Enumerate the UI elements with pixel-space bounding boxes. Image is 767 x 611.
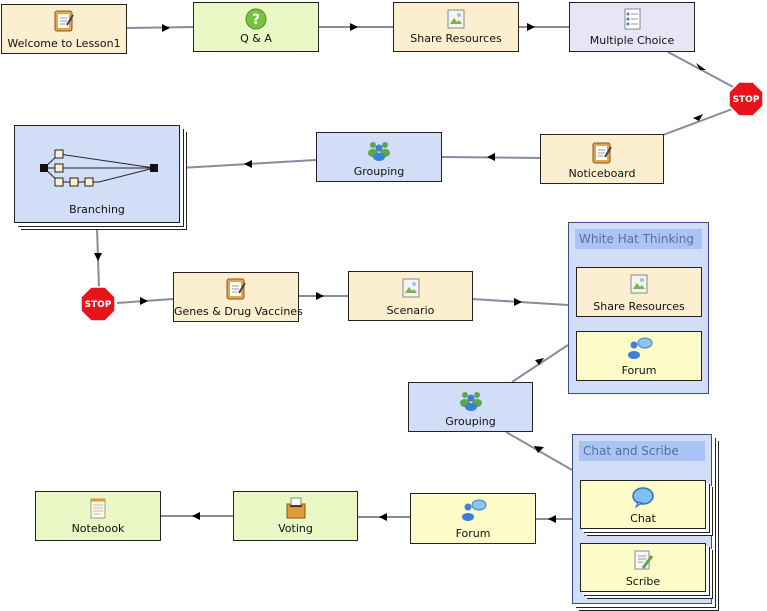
notepad-icon xyxy=(90,498,106,519)
group-title: Chat and Scribe xyxy=(579,441,705,461)
activity-label: Grouping xyxy=(445,415,496,428)
activity-label: Scribe xyxy=(625,575,661,588)
group-title: White Hat Thinking xyxy=(575,229,702,249)
people-chat-icon xyxy=(628,337,653,359)
checklist-icon xyxy=(624,8,641,30)
activity-label: Share Resources xyxy=(410,32,502,45)
notebook-pencil-icon xyxy=(226,278,246,300)
arrow-head xyxy=(534,446,544,453)
activity-notebook[interactable]: Notebook xyxy=(35,491,161,541)
activity-label: Voting xyxy=(278,522,313,535)
stop-gate-1[interactable]: STOP xyxy=(728,81,764,117)
activity-label: Q & A xyxy=(240,32,272,45)
activity-branching[interactable]: Branching xyxy=(14,125,180,223)
arrow-head xyxy=(527,23,535,31)
activity-forum[interactable]: Forum xyxy=(576,331,702,381)
activity-label: Multiple Choice xyxy=(589,34,675,47)
arrow-head xyxy=(696,63,706,70)
activity-qa[interactable]: ? Q & A xyxy=(193,2,319,52)
activity-voting[interactable]: Voting xyxy=(233,491,358,541)
resource-image-icon xyxy=(630,274,648,294)
activity-welcome[interactable]: Welcome to Lesson1 xyxy=(1,4,127,54)
ballot-box-icon xyxy=(286,497,305,519)
people-group-icon xyxy=(459,392,482,411)
question-icon: ? xyxy=(245,8,267,30)
scribe-pen-icon xyxy=(634,550,654,570)
arrow-head xyxy=(548,515,556,523)
notebook-pencil-icon xyxy=(54,10,74,32)
resource-image-icon xyxy=(402,278,419,298)
arrow-head xyxy=(162,24,170,32)
arrow-head xyxy=(140,297,148,305)
activity-label: Forum xyxy=(621,364,657,377)
arrow-head xyxy=(94,253,102,261)
activity-label: Share Resources xyxy=(593,300,685,313)
arrow-head xyxy=(379,513,387,521)
resource-image-icon xyxy=(447,9,465,29)
activity-forum[interactable]: Forum xyxy=(410,493,536,544)
activity-scribe[interactable]: Scribe xyxy=(580,543,706,592)
activity-label: Branching xyxy=(69,203,125,216)
group-white-hat-thinking[interactable]: White Hat Thinking Share Resources Forum xyxy=(568,222,709,394)
activity-chat[interactable]: Chat xyxy=(580,480,706,529)
activity-noticeboard[interactable]: Noticeboard xyxy=(540,134,664,184)
arrow-head xyxy=(350,23,358,31)
activity-share-resources[interactable]: Share Resources xyxy=(576,267,702,317)
arrow-head xyxy=(316,292,324,300)
activity-label: Scenario xyxy=(386,304,435,317)
activity-genes-drug-vaccines[interactable]: Genes & Drug Vaccines xyxy=(173,272,303,322)
stop-sign-icon: STOP xyxy=(728,81,764,117)
stop-gate-2[interactable]: STOP xyxy=(80,286,116,322)
arrow-head xyxy=(693,114,703,121)
activity-label: Welcome to Lesson1 xyxy=(7,37,121,50)
notebook-pencil-icon xyxy=(592,142,612,164)
activity-label: Genes & Drug Vaccines xyxy=(174,305,303,318)
stop-label: STOP xyxy=(85,300,112,310)
group-chat-and-scribe[interactable]: Chat and Scribe Chat Scribe xyxy=(572,434,712,604)
svg-text:?: ? xyxy=(252,12,260,28)
activity-label: Notebook xyxy=(71,522,125,535)
activity-scenario[interactable]: Scenario xyxy=(348,271,473,321)
arrow-head xyxy=(244,160,252,168)
chat-bubble-icon xyxy=(632,487,654,509)
activity-label: Noticeboard xyxy=(568,167,636,180)
stop-label: STOP xyxy=(733,95,760,105)
people-chat-icon xyxy=(462,499,487,521)
edge-welcome-qa xyxy=(125,26,194,29)
edge-stop-notice xyxy=(662,107,736,136)
branching-diagram-icon xyxy=(40,149,158,187)
stop-sign-icon: STOP xyxy=(80,286,116,322)
arrow-head xyxy=(535,358,544,365)
activity-label: Forum xyxy=(455,527,491,540)
people-group-icon xyxy=(368,142,390,161)
arrow-head xyxy=(192,512,200,520)
activity-label: Grouping xyxy=(353,165,405,178)
arrow-head xyxy=(487,153,495,161)
activity-grouping-1[interactable]: Grouping xyxy=(316,132,442,182)
arrow-head xyxy=(514,298,522,306)
activity-multiple-choice[interactable]: Multiple Choice xyxy=(569,2,695,52)
activity-grouping-2[interactable]: Grouping xyxy=(408,382,533,432)
activity-label: Chat xyxy=(630,512,656,525)
activity-share-resources[interactable]: Share Resources xyxy=(393,2,519,52)
